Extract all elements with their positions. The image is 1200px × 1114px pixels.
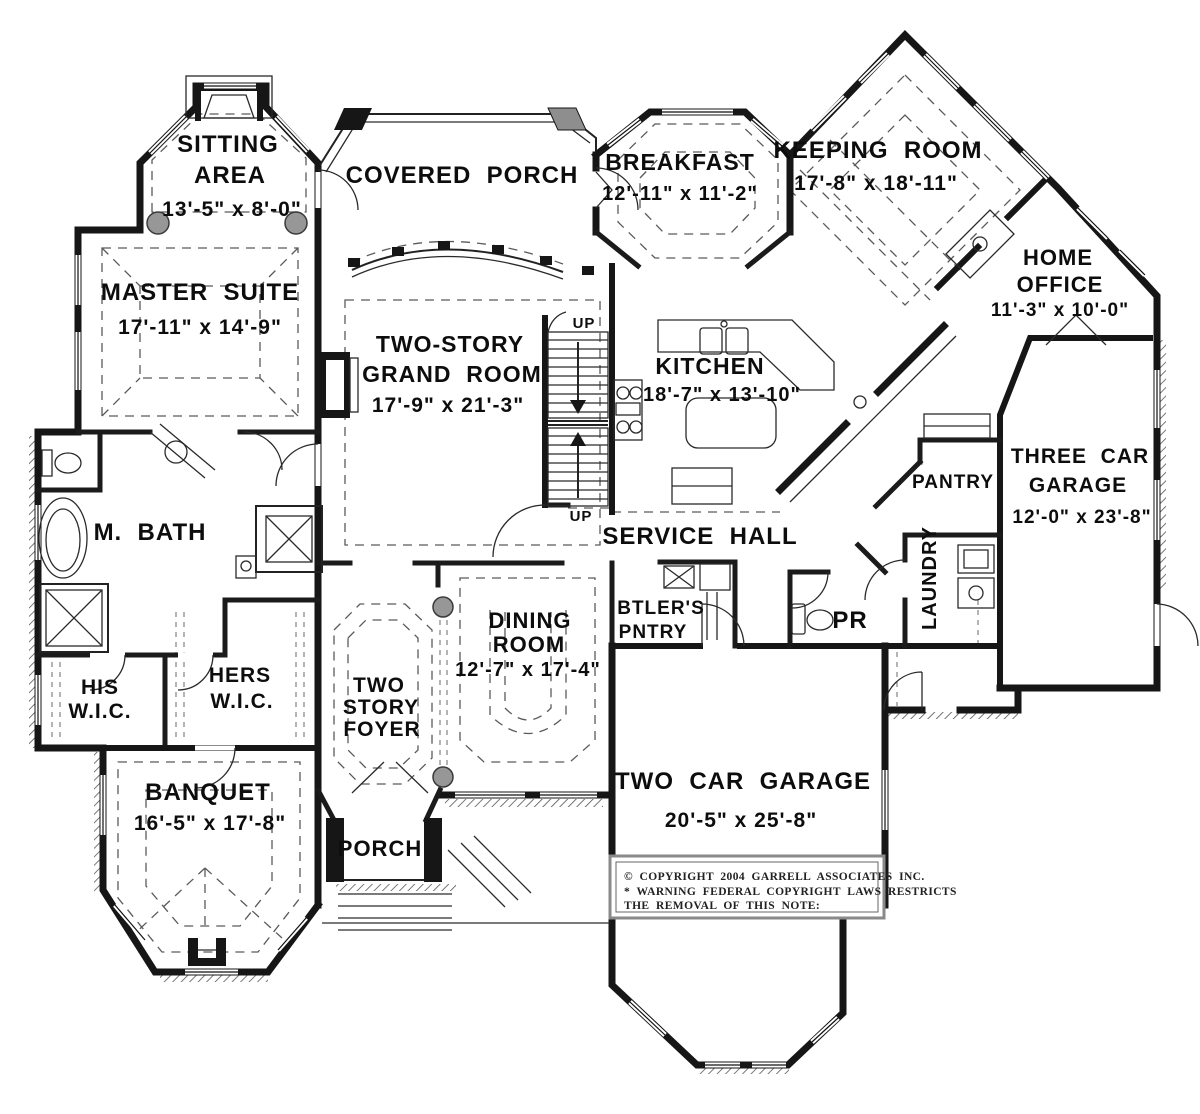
room-label-dining-1: DINING bbox=[489, 608, 572, 633]
room-label-laundry: LAUNDRY bbox=[919, 526, 941, 630]
room-label-foyer-3: FOYER bbox=[343, 718, 420, 741]
copyright-line-3: THE REMOVAL OF THIS NOTE: bbox=[624, 900, 820, 912]
columns bbox=[146, 211, 454, 788]
interior-walls bbox=[35, 175, 1107, 882]
room-labels: SITTING AREA 13'-5" x 8'-0" MASTER SUITE… bbox=[68, 131, 1151, 861]
stair-label-up-2: UP bbox=[570, 508, 593, 525]
room-dims-sitting: 13'-5" x 8'-0" bbox=[162, 198, 302, 221]
room-dims-home-office: 11'-3" x 10'-0" bbox=[991, 300, 1129, 321]
shower-icon bbox=[39, 583, 109, 653]
stair-label-up-1: UP bbox=[573, 315, 596, 332]
butler-cabinet bbox=[663, 565, 695, 589]
office-desk bbox=[945, 209, 1015, 279]
bar-sink-icon bbox=[853, 395, 867, 409]
room-dims-master-suite: 17'-11" x 14'-9" bbox=[118, 316, 282, 339]
room-dims-grand-room: 17'-9" x 21'-3" bbox=[372, 394, 524, 417]
room-label-btlers-2: PNTRY bbox=[619, 622, 688, 643]
kitchen-counter bbox=[657, 319, 835, 391]
room-label-hers-wic-1: HERS bbox=[209, 664, 271, 687]
room-label-btlers-1: BTLER'S bbox=[617, 598, 705, 619]
room-label-three-car-1: THREE CAR bbox=[1011, 445, 1149, 468]
stair-arrow-down-icon bbox=[570, 400, 586, 414]
room-label-three-car-2: GARAGE bbox=[1029, 474, 1127, 497]
room-label-home-office-2: OFFICE bbox=[1017, 272, 1104, 297]
room-label-kitchen: KITCHEN bbox=[655, 353, 764, 379]
windows bbox=[35, 52, 1160, 1068]
room-dims-two-car: 20'-5" x 25'-8" bbox=[665, 809, 817, 832]
room-label-foyer-2: STORY bbox=[343, 696, 419, 719]
washer-icon bbox=[957, 544, 995, 574]
porch-steps bbox=[338, 893, 452, 931]
room-label-home-office-1: HOME bbox=[1023, 245, 1093, 270]
toilet-icon bbox=[41, 449, 53, 477]
kitchen-island bbox=[685, 397, 777, 449]
ceiling-dashed-lines bbox=[51, 74, 1021, 953]
room-label-banquet: BANQUET bbox=[145, 779, 271, 806]
room-label-grand-room-1: TWO-STORY bbox=[376, 331, 524, 357]
sink-icon bbox=[164, 440, 188, 464]
room-label-sitting-2: AREA bbox=[194, 162, 266, 189]
room-label-foyer-1: TWO bbox=[353, 674, 405, 697]
cooktop-icon bbox=[613, 379, 643, 441]
stair-arrow-up-icon bbox=[570, 432, 586, 446]
room-label-hers-wic-2: W.I.C. bbox=[210, 690, 273, 713]
copyright-line-1: © COPYRIGHT 2004 GARRELL ASSOCIATES INC. bbox=[624, 871, 925, 883]
room-label-his-wic-2: W.I.C. bbox=[68, 700, 131, 723]
room-dims-dining: 12'-7" x 17'-4" bbox=[455, 659, 601, 681]
sink-icon bbox=[235, 555, 257, 579]
room-label-covered-porch: COVERED PORCH bbox=[346, 162, 579, 189]
copyright-line-2: * WARNING FEDERAL COPYRIGHT LAWS RESTRIC… bbox=[624, 886, 957, 898]
porch-pillar bbox=[424, 818, 442, 882]
room-dims-banquet: 16'-5" x 17'-8" bbox=[134, 812, 286, 835]
room-label-pr: PR bbox=[832, 607, 867, 634]
porch-corner-block bbox=[547, 107, 587, 131]
room-label-m-bath: M. BATH bbox=[94, 519, 207, 546]
exterior-walls bbox=[34, 29, 1161, 1069]
room-label-pantry: PANTRY bbox=[912, 472, 994, 493]
room-label-master-suite: MASTER SUITE bbox=[101, 279, 299, 306]
room-label-two-car: TWO CAR GARAGE bbox=[615, 768, 871, 795]
room-label-service-hall: SERVICE HALL bbox=[602, 523, 797, 550]
room-label-breakfast: BREAKFAST bbox=[605, 149, 755, 175]
copyright-note: © COPYRIGHT 2004 GARRELL ASSOCIATES INC.… bbox=[608, 854, 957, 920]
room-dims-keeping-room: 17'-8" x 18'-11" bbox=[794, 172, 958, 195]
fixtures bbox=[38, 209, 1015, 931]
staircase bbox=[547, 311, 609, 507]
porch-pillar bbox=[326, 818, 344, 882]
exterior-hatching bbox=[29, 340, 1166, 1074]
room-label-porch: PORCH bbox=[338, 836, 422, 861]
room-label-keeping-room: KEEPING ROOM bbox=[773, 137, 982, 164]
room-label-his-wic-1: HIS bbox=[81, 676, 119, 699]
room-label-sitting-1: SITTING bbox=[177, 131, 279, 158]
room-dims-kitchen: 18'-7" x 13'-10" bbox=[643, 384, 801, 406]
room-label-dining-2: ROOM bbox=[493, 632, 565, 657]
room-dims-breakfast: 12'-11" x 11'-2" bbox=[602, 183, 758, 205]
shower-icon bbox=[255, 505, 323, 573]
door-swings bbox=[89, 167, 1199, 794]
kitchen-sink-icon bbox=[699, 327, 723, 355]
rear-steps bbox=[447, 835, 532, 908]
room-dims-three-car: 12'-0" x 23'-8" bbox=[1012, 507, 1151, 528]
toilet-icon bbox=[791, 603, 806, 635]
vanity-icon bbox=[149, 423, 216, 479]
bathtub-icon bbox=[38, 497, 88, 579]
porch-corner-block bbox=[334, 108, 372, 130]
dryer-icon bbox=[957, 577, 995, 609]
room-label-grand-room-2: GRAND ROOM bbox=[362, 361, 542, 387]
